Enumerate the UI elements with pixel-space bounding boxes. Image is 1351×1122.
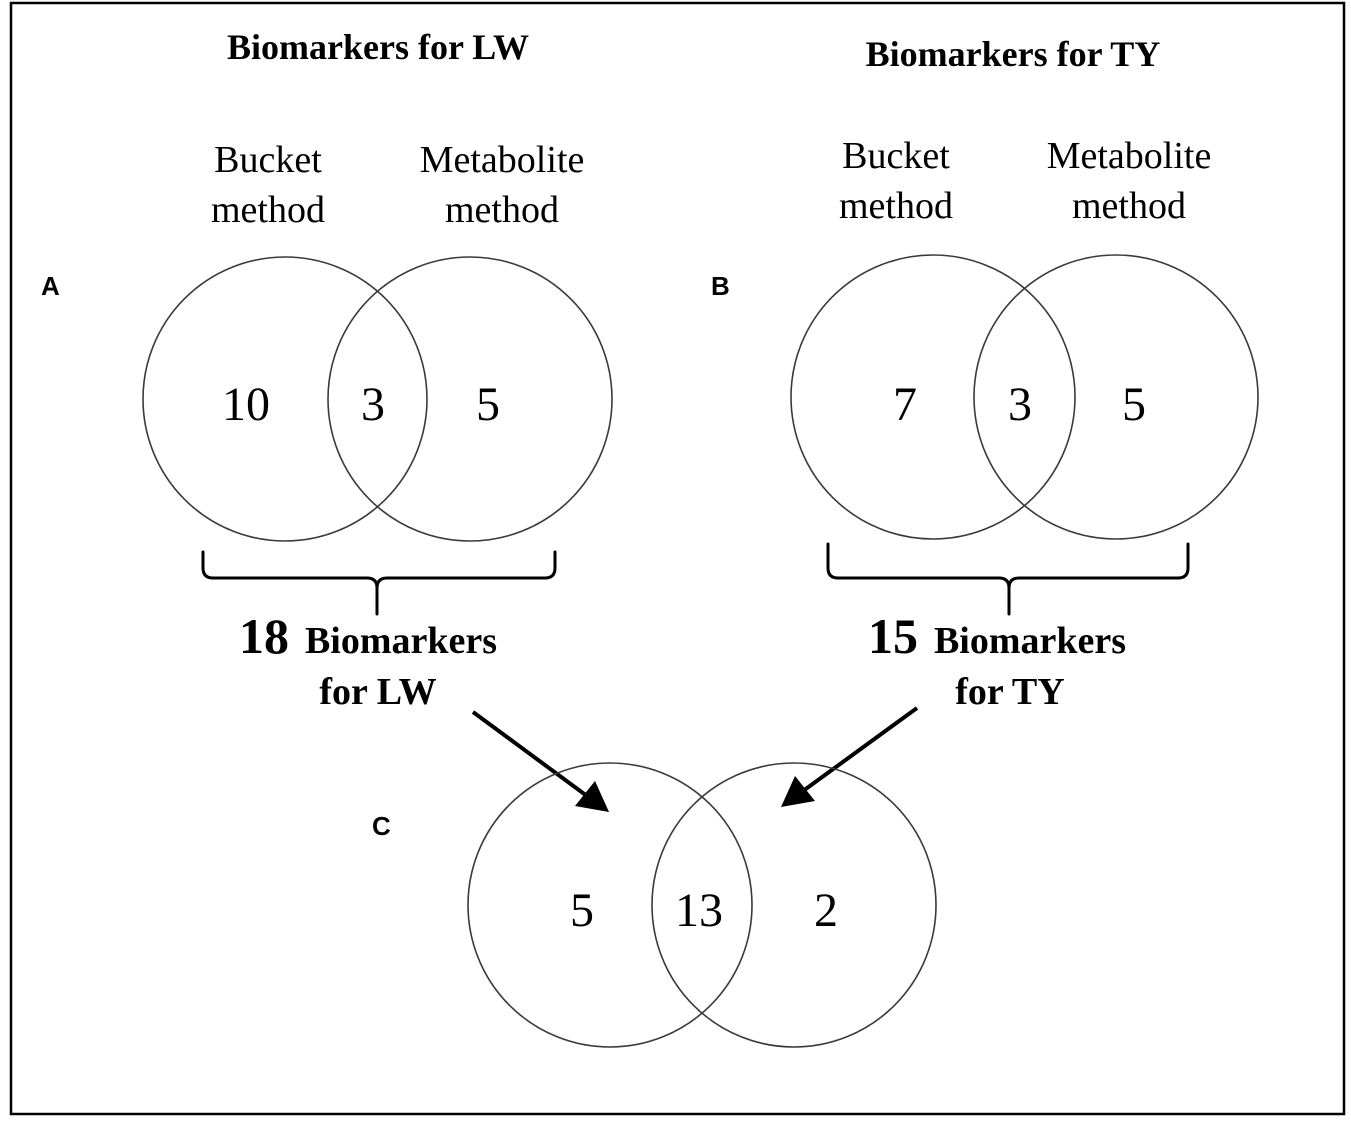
- panel-c-right-circle: [651, 762, 937, 1048]
- panel-a-right-circle: [327, 256, 613, 542]
- panel-b-right-only-count: 5: [1122, 378, 1146, 431]
- arrow-lw-head: [575, 781, 609, 812]
- panel-c-right-only-count: 2: [814, 884, 838, 937]
- panel-b: Biomarkers for TY Bucket method Metaboli…: [711, 34, 1259, 713]
- panel-a: Biomarkers for LW Bucket method Metaboli…: [41, 27, 613, 713]
- panel-b-total-line2: for TY: [955, 671, 1064, 713]
- panel-a-letter: A: [41, 271, 60, 301]
- panel-c-letter: C: [372, 811, 391, 841]
- panel-c-left-only-count: 5: [570, 884, 594, 937]
- panel-b-letter: B: [711, 271, 730, 301]
- panel-b-total-line1: 15 Biomarkers: [868, 608, 1126, 664]
- panel-b-right-circle: [973, 254, 1259, 540]
- panel-a-total-line2: for LW: [319, 671, 436, 713]
- arrow-ty-head: [781, 776, 815, 807]
- panel-a-overlap-count: 3: [361, 378, 385, 431]
- panel-a-left-only-count: 10: [222, 378, 270, 431]
- arrow-lw-to-c: [471, 710, 589, 798]
- panel-a-right-set-label-line1: Metabolite: [420, 139, 585, 181]
- panel-a-brace: [201, 550, 557, 616]
- figure-border: [9, 1, 1346, 1116]
- panel-a-right-only-count: 5: [476, 378, 500, 431]
- panel-c-left-circle: [467, 762, 753, 1048]
- panel-b-overlap-count: 3: [1008, 378, 1032, 431]
- panel-b-left-set-label-line2: method: [839, 185, 953, 227]
- panel-b-right-set-label-line1: Metabolite: [1047, 135, 1212, 177]
- panel-b-left-only-count: 7: [893, 378, 917, 431]
- arrows: [471, 706, 919, 812]
- panel-c-overlap-count: 13: [675, 884, 723, 937]
- panel-a-total-number: 18: [239, 608, 289, 664]
- panel-b-total-number: 15: [868, 608, 918, 664]
- panel-b-title: Biomarkers for TY: [866, 34, 1161, 74]
- panel-a-total-word: Biomarkers: [305, 620, 497, 662]
- panel-a-left-set-label-line1: Bucket: [214, 139, 322, 181]
- panel-a-title: Biomarkers for LW: [227, 27, 529, 67]
- panel-a-total-line1: 18 Biomarkers: [239, 608, 497, 664]
- panel-b-left-circle: [790, 254, 1076, 540]
- panel-b-left-set-label-line1: Bucket: [842, 135, 950, 177]
- panel-b-total-word: Biomarkers: [934, 620, 1126, 662]
- panel-a-left-set-label-line2: method: [211, 189, 325, 231]
- panel-b-right-set-label-line2: method: [1072, 185, 1186, 227]
- panel-a-right-set-label-line2: method: [445, 189, 559, 231]
- arrow-ty-to-c: [801, 706, 919, 793]
- panel-a-left-circle: [142, 256, 428, 542]
- panel-b-brace: [826, 542, 1190, 616]
- panel-c: C 5 13 2: [372, 762, 937, 1048]
